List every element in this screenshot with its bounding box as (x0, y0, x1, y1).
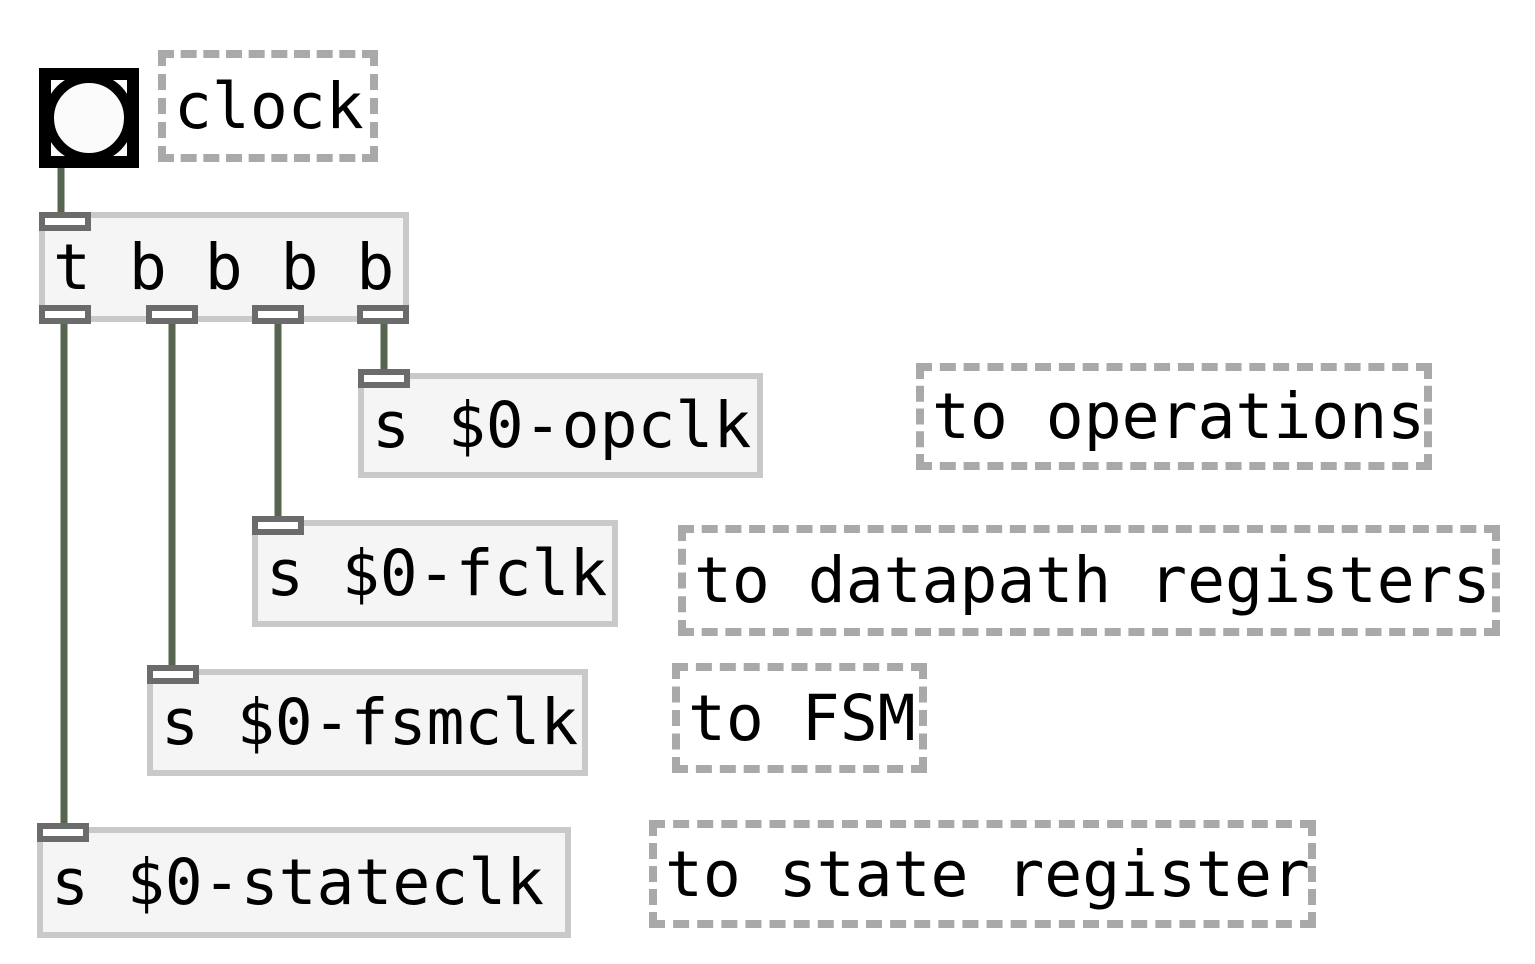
object-send-fclk-label: s $0-fclk (266, 537, 608, 610)
object-send-fsmclk[interactable]: s $0-fsmclk (147, 669, 588, 776)
trigger-outlet3-nub[interactable] (357, 305, 409, 324)
comment-to-operations-text: to operations (932, 380, 1426, 453)
comment-to-datapath-registers: to datapath registers (678, 525, 1500, 636)
trigger-outlet1-nub[interactable] (146, 305, 198, 324)
comment-to-datapath-registers-text: to datapath registers (694, 544, 1491, 617)
trigger-inlet-nub[interactable] (39, 212, 91, 231)
object-send-opclk-label: s $0-opclk (372, 389, 752, 462)
object-trigger[interactable]: t b b b b (39, 212, 409, 322)
send-stateclk-inlet-nub[interactable] (37, 823, 89, 842)
object-send-opclk[interactable]: s $0-opclk (358, 373, 763, 478)
comment-clock: clock (158, 50, 378, 162)
send-fclk-inlet-nub[interactable] (252, 516, 304, 535)
comment-to-fsm: to FSM (672, 663, 927, 773)
comment-to-fsm-text: to FSM (688, 681, 916, 755)
object-send-stateclk[interactable]: s $0-stateclk (37, 827, 571, 938)
bang-widget[interactable] (39, 68, 139, 168)
trigger-outlet2-nub[interactable] (252, 305, 304, 324)
comment-to-state-register-text: to state register (665, 837, 1310, 911)
object-send-fclk[interactable]: s $0-fclk (252, 520, 618, 627)
object-trigger-label: t b b b b (53, 230, 395, 304)
object-send-fsmclk-label: s $0-fsmclk (161, 686, 579, 759)
trigger-outlet0-nub[interactable] (39, 305, 91, 324)
send-fsmclk-inlet-nub[interactable] (147, 665, 199, 684)
bang-circle-icon (51, 80, 127, 156)
comment-to-operations: to operations (916, 363, 1432, 470)
comment-clock-text: clock (174, 69, 364, 143)
object-send-stateclk-label: s $0-stateclk (51, 846, 545, 919)
comment-to-state-register: to state register (649, 820, 1316, 928)
send-opclk-inlet-nub[interactable] (358, 369, 410, 388)
